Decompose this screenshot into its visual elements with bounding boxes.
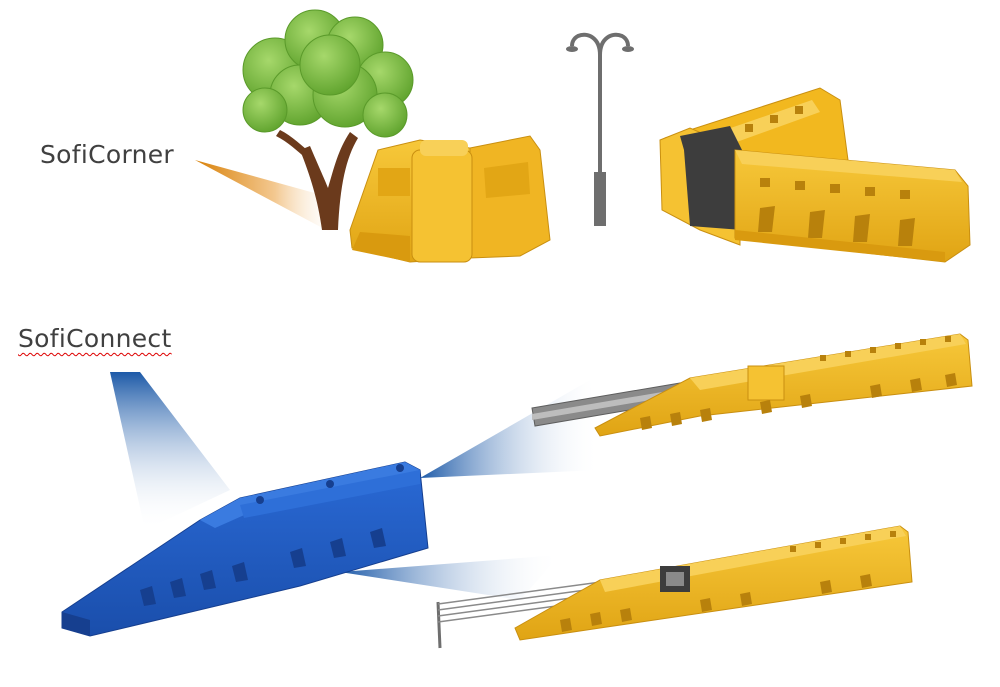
corner-callout-beam xyxy=(195,160,340,232)
street-lamp-icon xyxy=(566,32,634,226)
cable-post-icon xyxy=(436,601,442,649)
soficorner-label: SofiCorner xyxy=(40,140,175,169)
soficonnect-barrier xyxy=(61,461,429,637)
tree-icon xyxy=(242,9,414,230)
connect-callout-beam-label xyxy=(110,372,230,530)
guardrail-example xyxy=(531,333,973,437)
cable-barrier-example xyxy=(436,525,913,649)
connect-callout-beam-lower xyxy=(340,555,560,600)
corner-barrier-pair xyxy=(659,87,971,263)
soficorner-barrier xyxy=(349,135,551,263)
soficonnect-label: SofiConnect xyxy=(18,324,172,353)
connect-callout-beam-upper xyxy=(420,380,600,478)
